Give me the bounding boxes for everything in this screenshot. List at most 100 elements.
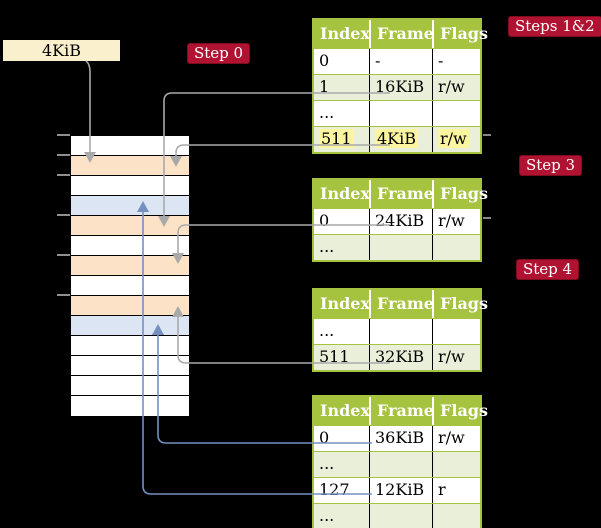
cell-value: -: [438, 51, 444, 70]
table-cell: ...: [314, 235, 369, 260]
table-row: 127 12KiB r: [314, 477, 480, 503]
table-row: ...: [314, 451, 480, 477]
badge-step-3: Step 3: [519, 155, 583, 176]
column-header-index: Index: [320, 401, 371, 420]
table-cell: r/w: [432, 426, 480, 451]
table-cell: [369, 101, 432, 126]
table-row: ...: [314, 503, 480, 528]
column-header-index: Index: [320, 294, 371, 313]
cell-value: r/w: [438, 211, 465, 230]
table-cell: -: [369, 49, 432, 74]
cell-value: r: [438, 480, 446, 499]
table-cell: ...: [314, 452, 369, 477]
table-cell: -: [432, 49, 480, 74]
table-cell: r/w: [432, 75, 480, 100]
table-cell: [432, 504, 480, 528]
memory-tick: [57, 254, 70, 256]
table-row: 0 - -: [314, 48, 480, 74]
cell-value: r/w: [438, 129, 469, 148]
table-cell: [432, 101, 480, 126]
table-cell: 511: [314, 345, 369, 370]
table-cell: 0: [314, 49, 369, 74]
frame-size-label: 4KiB: [3, 40, 120, 61]
cell-value: ...: [319, 237, 335, 256]
memory-row-9: [71, 316, 189, 336]
table-row: 0 36KiB r/w: [314, 425, 480, 451]
memory-row-10: [71, 336, 189, 356]
memory-column: [70, 135, 190, 417]
cell-value: ...: [319, 103, 335, 122]
cell-value: 4KiB: [375, 129, 419, 148]
memory-tick: [57, 174, 70, 176]
cell-value: r/w: [438, 428, 465, 447]
cell-value: r/w: [438, 347, 465, 366]
table-cell: [369, 504, 432, 528]
cell-value: -: [375, 51, 381, 70]
cell-value: 36KiB: [375, 428, 425, 447]
memory-row-2: [71, 176, 189, 196]
column-header-frame: Frame: [369, 180, 434, 208]
table-cell: 0: [314, 209, 369, 234]
memory-row-6: [71, 256, 189, 276]
badge-steps-1-2: Steps 1&2: [508, 16, 601, 37]
column-header-frame: Frame: [369, 290, 434, 318]
cell-value: 511: [319, 129, 354, 148]
memory-row-8: [71, 296, 189, 316]
badge-step-4: Step 4: [516, 259, 580, 280]
cell-value: 32KiB: [375, 347, 425, 366]
table-cell: r/w: [432, 209, 480, 234]
table-row: 0 24KiB r/w: [314, 208, 480, 234]
table-cell: ...: [314, 319, 369, 344]
cell-value: 1: [319, 77, 330, 96]
badge-step-0: Step 0: [187, 43, 251, 64]
cell-value: 12KiB: [375, 480, 425, 499]
column-header-frame: Frame: [369, 20, 434, 48]
memory-row-11: [71, 356, 189, 376]
table-cell: 4KiB: [369, 127, 432, 152]
column-header-flags: Flags: [432, 180, 488, 208]
column-header-flags: Flags: [432, 20, 488, 48]
cell-value: 16KiB: [375, 77, 425, 96]
table-cell: ...: [314, 101, 369, 126]
table-cell: 24KiB: [369, 209, 432, 234]
table-cell: [432, 235, 480, 260]
table-cell: r: [432, 478, 480, 503]
column-header-index: Index: [320, 184, 371, 203]
cell-value: r/w: [438, 77, 465, 96]
cell-value: 0: [319, 428, 330, 447]
table-cell: 511: [314, 127, 369, 152]
table-cell: [432, 452, 480, 477]
table-cell: 1: [314, 75, 369, 100]
table-cell: 127: [314, 478, 369, 503]
table-row: 1 16KiB r/w: [314, 74, 480, 100]
memory-tick: [57, 134, 70, 136]
memory-row-13: [71, 396, 189, 416]
table-row: ...: [314, 234, 480, 260]
memory-tick: [57, 294, 70, 296]
memory-row-0: [71, 136, 189, 156]
cell-value: 0: [319, 211, 330, 230]
cell-value: 0: [319, 51, 330, 70]
column-header-frame: Frame: [369, 397, 434, 425]
table-cell: 16KiB: [369, 75, 432, 100]
memory-tick: [57, 214, 70, 216]
table-row: ...: [314, 318, 480, 344]
table-cell: [369, 452, 432, 477]
cell-value: 127: [319, 480, 350, 499]
table-cell: 0: [314, 426, 369, 451]
cell-value: ...: [319, 321, 335, 340]
memory-row-1: [71, 156, 189, 176]
memory-row-5: [71, 236, 189, 256]
memory-row-4: [71, 216, 189, 236]
table-cell: r/w: [432, 345, 480, 370]
table-cell: [369, 319, 432, 344]
cell-value: 511: [319, 347, 350, 366]
column-header-index: Index: [320, 24, 371, 43]
